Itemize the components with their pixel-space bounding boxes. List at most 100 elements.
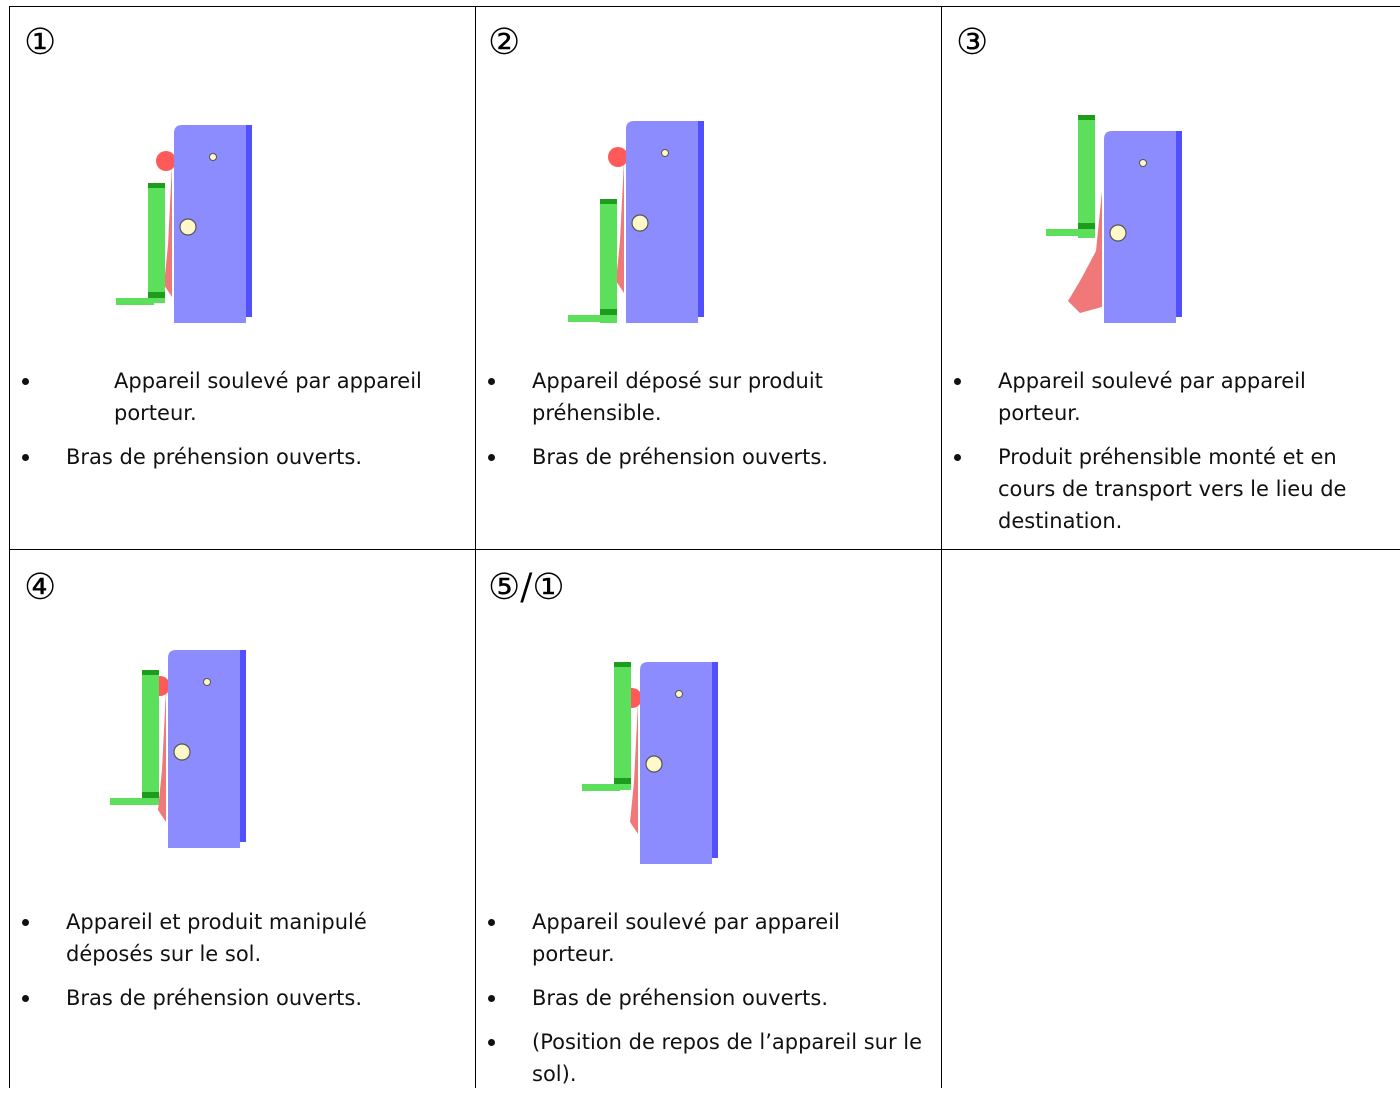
list-item: Appareil et produit manipulé déposés sur… bbox=[10, 906, 430, 970]
gripper-jaw bbox=[630, 702, 638, 834]
table-border-left bbox=[9, 6, 10, 1088]
small-pin bbox=[1139, 159, 1147, 167]
red-knob bbox=[608, 147, 628, 167]
gripper-jaw bbox=[158, 690, 166, 822]
gripper-jaw bbox=[616, 161, 624, 293]
arm-top-band bbox=[614, 662, 631, 667]
device-body bbox=[626, 121, 698, 323]
pivot-pin bbox=[179, 218, 197, 236]
device-figure bbox=[568, 121, 704, 323]
row-divider bbox=[9, 549, 1400, 550]
arm-top-band bbox=[1078, 115, 1095, 120]
arm-joint-band bbox=[148, 292, 165, 298]
bullet-dot bbox=[954, 378, 961, 385]
bullet-text: Bras de préhension ouverts. bbox=[66, 445, 363, 469]
bullet-dot bbox=[22, 919, 29, 926]
device-figure bbox=[110, 650, 246, 848]
cell-step-3: ③ Appareil soulevé par appareil porteur.… bbox=[942, 7, 1400, 549]
pivot-pin bbox=[1109, 224, 1127, 242]
device-figure bbox=[1046, 115, 1182, 323]
list-item: Appareil soulevé par appareil porteur. bbox=[942, 365, 1382, 429]
arm-joint-band bbox=[142, 792, 159, 798]
gripper-arm bbox=[1078, 115, 1095, 238]
arm-joint-band bbox=[600, 309, 617, 315]
gripper-arm bbox=[148, 183, 165, 303]
bullet-text: Appareil déposé sur produit préhensible. bbox=[532, 369, 823, 425]
gripper-foot bbox=[568, 315, 606, 322]
gripper-foot bbox=[582, 784, 620, 791]
arm-joint-band bbox=[614, 778, 631, 784]
bullet-list: Appareil soulevé par appareil porteur. P… bbox=[942, 365, 1382, 549]
pivot-pin bbox=[645, 755, 663, 773]
cell-step-1: ① Appareil soulevé par appareil porteur.… bbox=[10, 7, 475, 549]
step-number: ① bbox=[24, 22, 57, 63]
step-number: ⑤/① bbox=[488, 567, 565, 608]
bullet-text: Bras de préhension ouverts. bbox=[532, 445, 829, 469]
device-side-edge bbox=[246, 125, 252, 317]
bullet-list: Appareil soulevé par appareil porteur. B… bbox=[10, 365, 450, 485]
bullet-dot bbox=[488, 1039, 495, 1046]
column-divider bbox=[475, 6, 476, 1088]
bullet-list: Appareil soulevé par appareil porteur. B… bbox=[476, 906, 926, 1102]
step-number: ④ bbox=[24, 567, 57, 608]
bullet-text: Appareil et produit manipulé déposés sur… bbox=[66, 910, 367, 966]
bullet-dot bbox=[22, 995, 29, 1002]
bullet-dot bbox=[488, 378, 495, 385]
list-item: Bras de préhension ouverts. bbox=[10, 441, 450, 473]
bullet-dot bbox=[488, 995, 495, 1002]
bullet-text: Produit préhensible monté et en cours de… bbox=[998, 445, 1347, 533]
small-pin bbox=[675, 690, 683, 698]
bullet-dot bbox=[22, 378, 29, 385]
bullet-text: Bras de préhension ouverts. bbox=[532, 986, 829, 1010]
list-item: Appareil soulevé par appareil porteur. bbox=[10, 365, 450, 429]
gripper-arm bbox=[614, 662, 631, 790]
device-figure bbox=[582, 662, 718, 864]
bullet-dot bbox=[488, 454, 495, 461]
list-item: Appareil déposé sur produit préhensible. bbox=[476, 365, 896, 429]
device-figure bbox=[116, 125, 252, 323]
bullet-text: Appareil soulevé par appareil porteur. bbox=[532, 910, 840, 966]
cell-step-2: ② Appareil déposé sur produit préhensibl… bbox=[476, 7, 941, 549]
small-pin bbox=[209, 153, 217, 161]
bullet-text: Appareil soulevé par appareil porteur. bbox=[998, 369, 1306, 425]
device-side-edge bbox=[698, 121, 704, 317]
list-item: Bras de préhension ouverts. bbox=[10, 982, 430, 1014]
device-side-edge bbox=[240, 650, 246, 842]
step-number: ② bbox=[488, 22, 521, 63]
step-number: ③ bbox=[956, 22, 989, 63]
list-item: Appareil soulevé par appareil porteur. bbox=[476, 906, 926, 970]
table-border-top bbox=[9, 6, 1400, 7]
gripper-jaw bbox=[1068, 191, 1102, 313]
list-item: Bras de préhension ouverts. bbox=[476, 441, 896, 473]
bullet-list: Appareil déposé sur produit préhensible.… bbox=[476, 365, 896, 485]
column-divider bbox=[941, 6, 942, 1088]
small-pin bbox=[661, 149, 669, 157]
arm-top-band bbox=[148, 183, 165, 188]
small-pin bbox=[203, 678, 211, 686]
arm-top-band bbox=[600, 199, 617, 204]
gripper-foot bbox=[1046, 229, 1084, 236]
cell-step-5: ⑤/① Appareil soulevé par appareil porteu… bbox=[476, 550, 941, 1088]
bullet-dot bbox=[954, 454, 961, 461]
gripper-arm bbox=[142, 670, 159, 805]
gripper-jaw bbox=[164, 165, 172, 297]
device-body bbox=[168, 650, 240, 848]
gripper-foot bbox=[110, 798, 148, 805]
device-side-edge bbox=[712, 662, 718, 858]
cell-empty bbox=[942, 550, 1400, 1088]
gripper-foot bbox=[116, 298, 154, 305]
bullet-dot bbox=[22, 454, 29, 461]
arm-top-band bbox=[142, 670, 159, 675]
device-body bbox=[174, 125, 246, 323]
pivot-pin bbox=[173, 743, 191, 761]
device-side-edge bbox=[1176, 131, 1182, 317]
cell-step-4: ④ Appareil et produit manipulé déposés s… bbox=[10, 550, 475, 1088]
pivot-pin bbox=[631, 214, 649, 232]
gripper-arm bbox=[600, 199, 617, 323]
list-item: Produit préhensible monté et en cours de… bbox=[942, 441, 1382, 537]
device-body bbox=[640, 662, 712, 864]
bullet-dot bbox=[488, 919, 495, 926]
list-item: Bras de préhension ouverts. bbox=[476, 982, 926, 1014]
bullet-text: (Position de repos de l’appareil sur le … bbox=[532, 1030, 923, 1086]
